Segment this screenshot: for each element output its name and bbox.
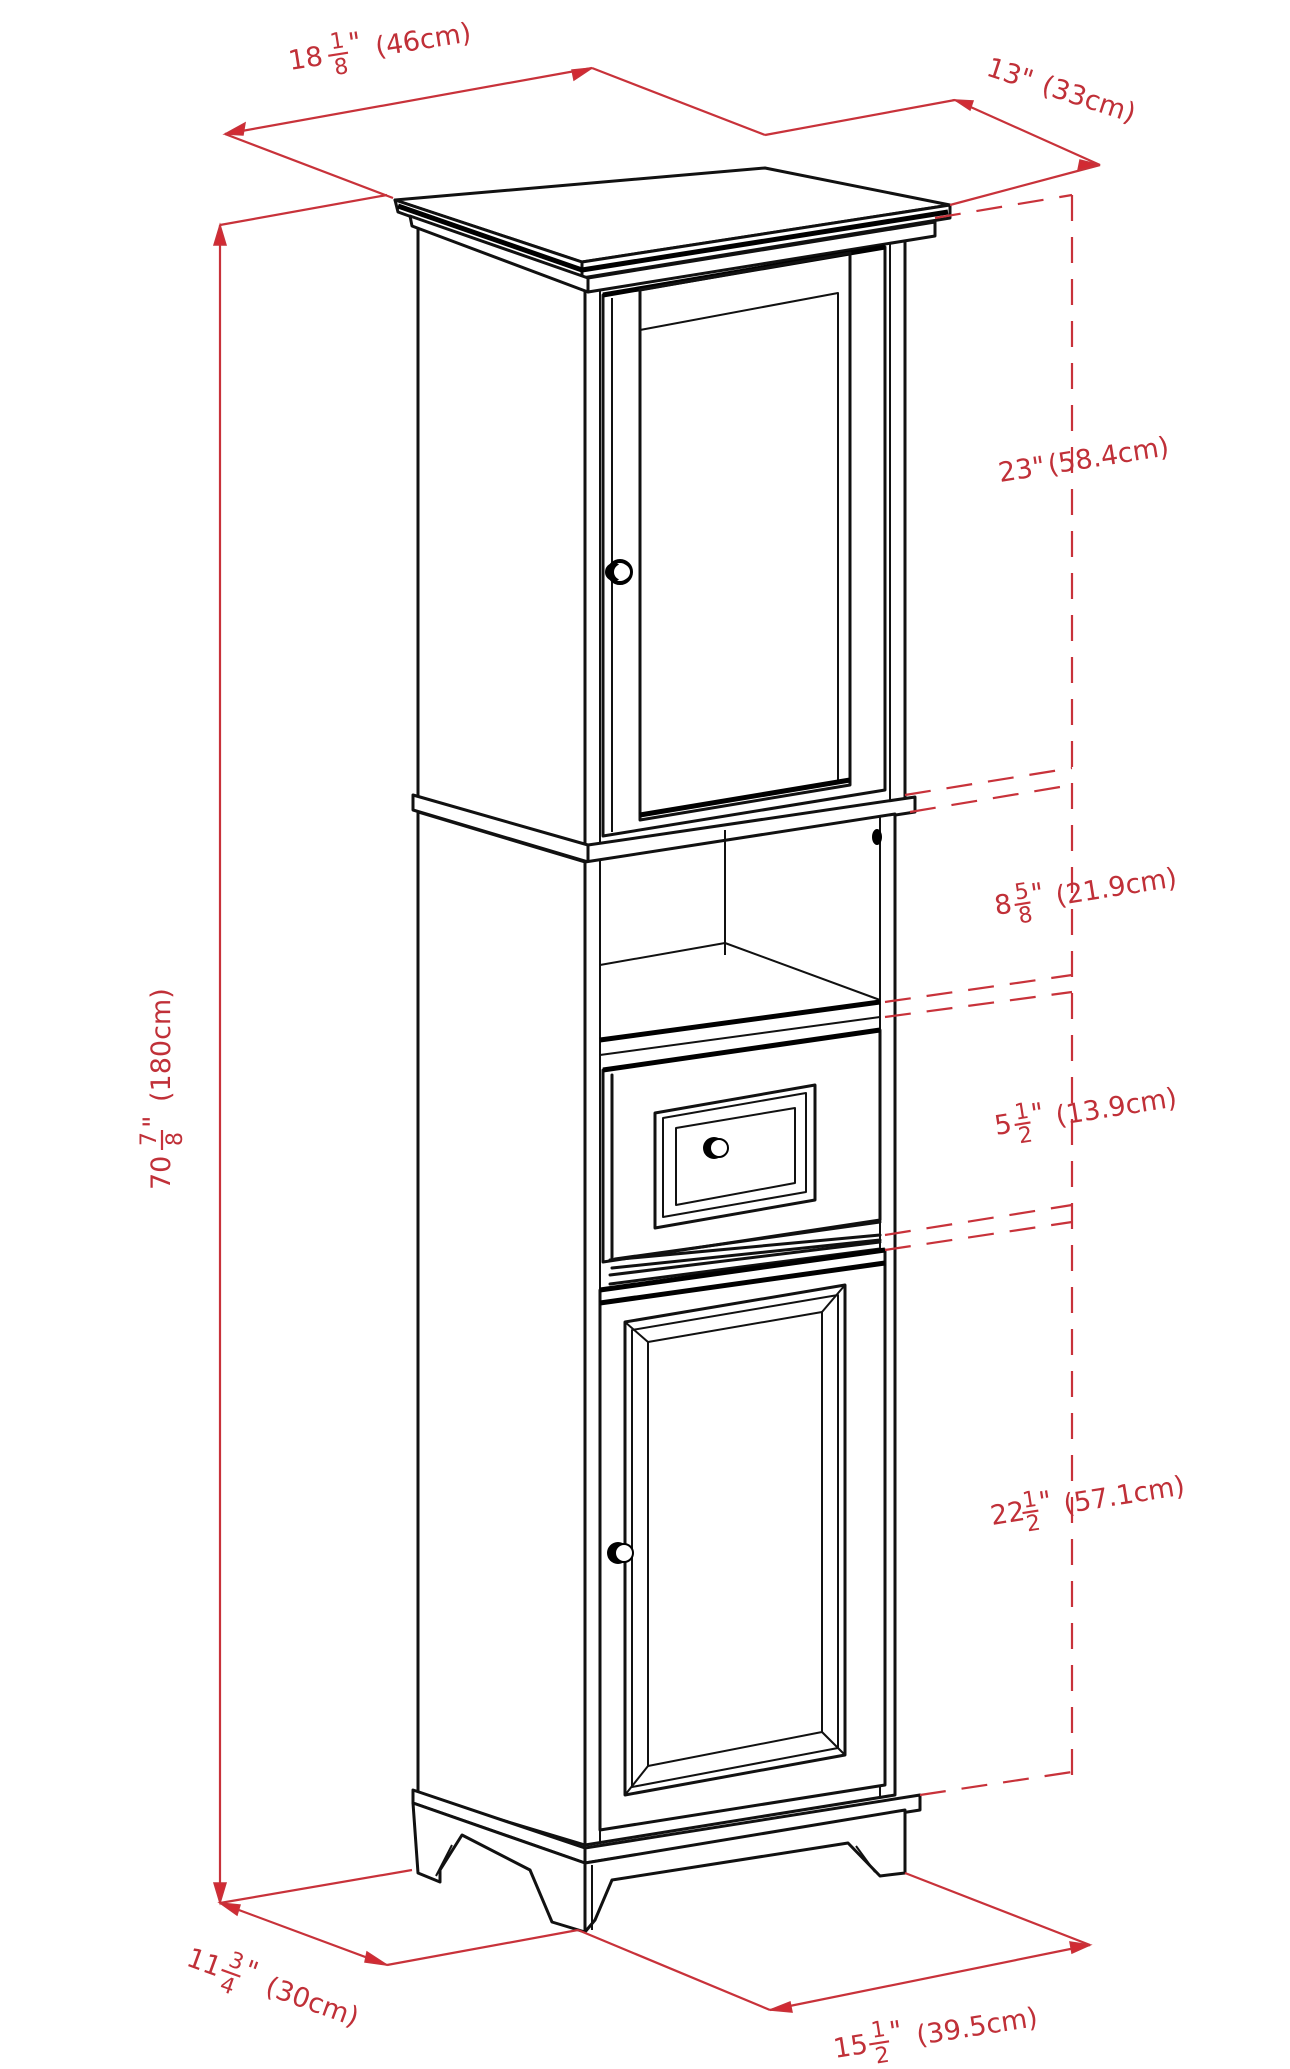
base-width-label: 15 1 2 " (39.5cm) xyxy=(831,2002,1040,2069)
svg-text:2: 2 xyxy=(1024,1511,1042,1538)
svg-text:": " xyxy=(1037,1486,1054,1519)
cabinet-base xyxy=(411,1801,907,1934)
shelf-pin-icon xyxy=(872,829,882,845)
svg-text:13": 13" xyxy=(983,52,1037,96)
upper-door[interactable] xyxy=(601,244,887,838)
svg-text:(46cm): (46cm) xyxy=(373,17,473,63)
open-shelf xyxy=(599,829,882,1056)
upper-door-knob-icon[interactable] xyxy=(605,559,633,585)
upper-side-panel xyxy=(416,226,587,852)
upper-cabinet-height-label: 23" (58.4cm) xyxy=(996,431,1171,489)
width-label: 18 1 8 " (46cm) xyxy=(286,17,473,81)
width-dimension-line xyxy=(222,66,766,200)
svg-text:70: 70 xyxy=(146,1156,177,1190)
cabinet-top xyxy=(393,166,952,294)
svg-text:2: 2 xyxy=(1017,1122,1035,1149)
svg-text:(33cm): (33cm) xyxy=(1038,70,1139,129)
svg-text:8: 8 xyxy=(1017,902,1035,929)
svg-text:": " xyxy=(346,27,363,60)
svg-text:8: 8 xyxy=(163,1132,188,1146)
svg-text:": " xyxy=(887,2015,904,2048)
svg-text:(58.4cm): (58.4cm) xyxy=(1046,431,1172,481)
svg-text:5: 5 xyxy=(992,1109,1014,1142)
svg-text:(39.5cm): (39.5cm) xyxy=(914,2002,1040,2052)
svg-text:22: 22 xyxy=(988,1496,1027,1532)
svg-text:7: 7 xyxy=(137,1132,162,1146)
svg-text:(180cm): (180cm) xyxy=(146,988,177,1102)
svg-text:(57.1cm): (57.1cm) xyxy=(1061,1471,1187,1521)
open-shelf-height-label: 8 5 8 " (21.9cm) xyxy=(992,862,1179,929)
svg-text:15: 15 xyxy=(831,2029,870,2065)
svg-text:1: 1 xyxy=(328,28,346,55)
base-trim xyxy=(411,1788,922,1865)
base-depth-dimension-line xyxy=(217,1868,579,1967)
svg-text:11: 11 xyxy=(183,1942,226,1983)
lower-side-panel xyxy=(416,810,587,1847)
cabinet-drawing xyxy=(393,166,952,1934)
svg-text:4: 4 xyxy=(216,1972,238,2000)
svg-text:5: 5 xyxy=(1013,879,1031,906)
height-dimension-line xyxy=(212,193,388,1906)
svg-text:2: 2 xyxy=(873,2043,891,2069)
height-label: 70 7 8 " (180cm) xyxy=(137,988,188,1190)
svg-text:18: 18 xyxy=(286,41,325,77)
depth-label: 13" (33cm) xyxy=(983,52,1140,129)
depth-dimension-line xyxy=(764,98,1101,207)
drawer-height-label: 5 1 2 " (13.9cm) xyxy=(992,1082,1179,1149)
base-depth-label: 11 3 4 " (30cm) xyxy=(183,1942,363,2033)
svg-text:": " xyxy=(138,1116,169,1128)
base-width-dimension-line xyxy=(577,1871,1093,2013)
dimension-lines xyxy=(212,66,1101,2013)
svg-text:": " xyxy=(1029,877,1046,910)
svg-text:1: 1 xyxy=(1021,1487,1039,1514)
svg-text:": " xyxy=(1029,1097,1046,1130)
svg-text:23": 23" xyxy=(996,451,1047,489)
lower-door[interactable] xyxy=(598,1247,887,1832)
svg-text:(30cm): (30cm) xyxy=(262,1971,363,2033)
svg-text:8: 8 xyxy=(332,54,350,81)
svg-text:8: 8 xyxy=(992,889,1014,922)
lower-door-knob-icon[interactable] xyxy=(607,1542,634,1564)
drawer-knob-icon[interactable] xyxy=(703,1137,729,1159)
section-height-dashed-lines xyxy=(884,193,1074,1797)
svg-text:1: 1 xyxy=(869,2017,887,2044)
svg-text:1: 1 xyxy=(1013,1099,1031,1126)
lower-cabinet-height-label: 22 1 2 " (57.1cm) xyxy=(988,1471,1187,1538)
drawer[interactable] xyxy=(601,1027,882,1286)
